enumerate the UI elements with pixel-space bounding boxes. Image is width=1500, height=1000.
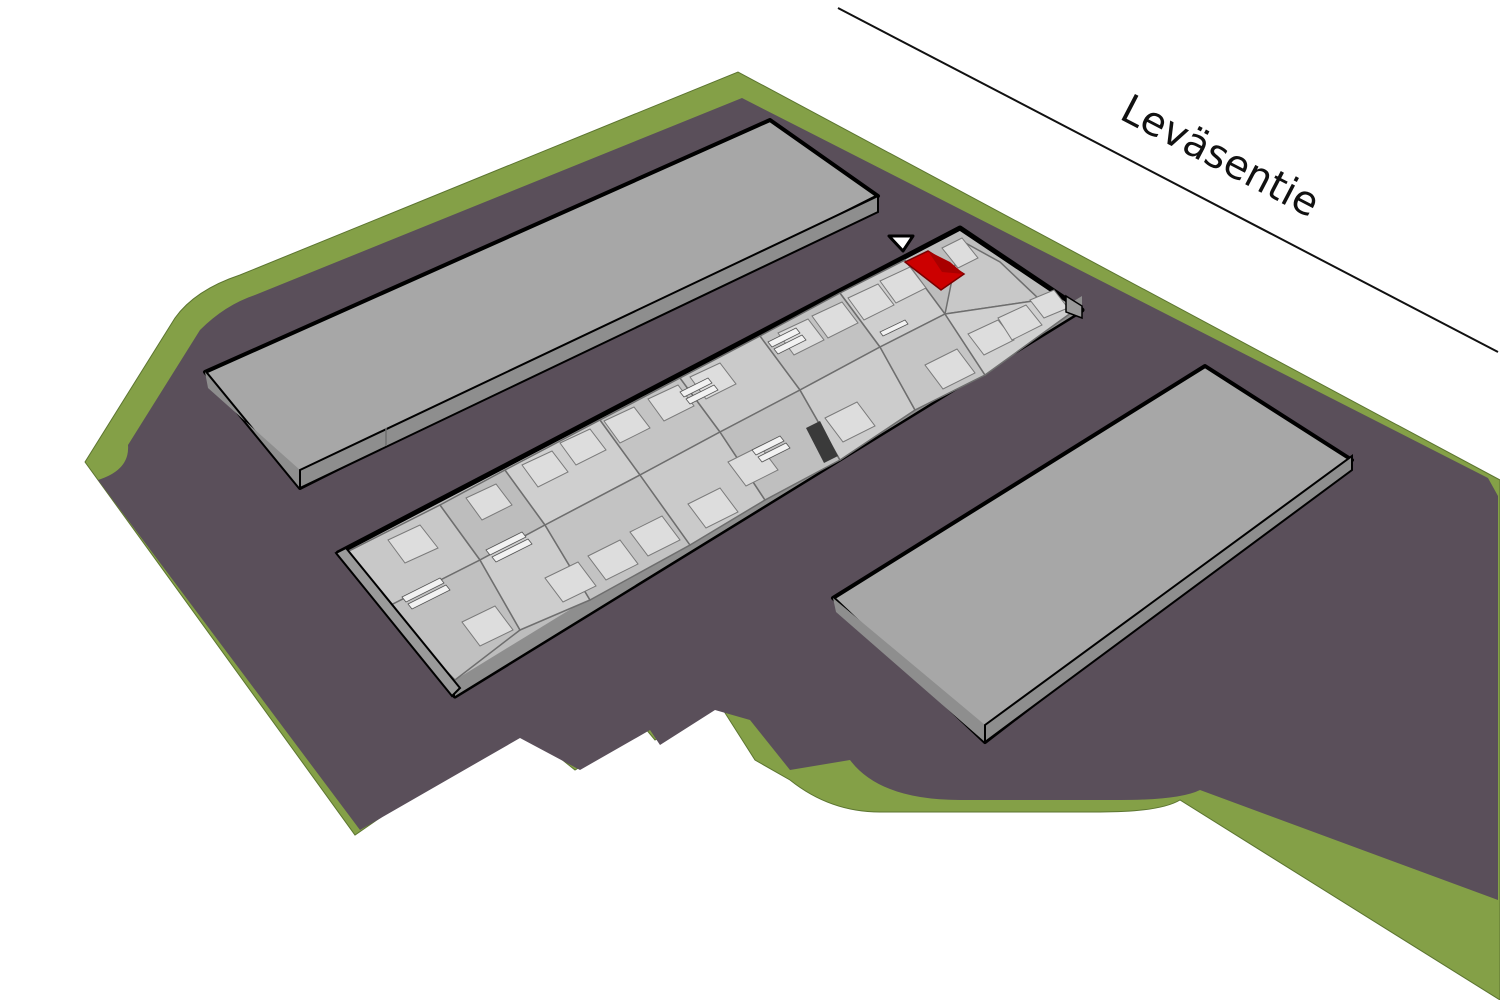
end-cap-west [334, 546, 462, 698]
end-cap-east [1065, 294, 1083, 320]
building-north [203, 118, 880, 490]
entrance-marker [887, 234, 915, 253]
street-label: Leväsentie [1113, 86, 1326, 227]
selected-unit[interactable] [903, 250, 966, 291]
dark-door [806, 421, 838, 463]
street-line [837, 7, 1499, 353]
unit-cells-front [383, 299, 1077, 682]
roof-stripes [401, 319, 909, 610]
building-units [334, 225, 1085, 699]
building-south [831, 364, 1354, 744]
